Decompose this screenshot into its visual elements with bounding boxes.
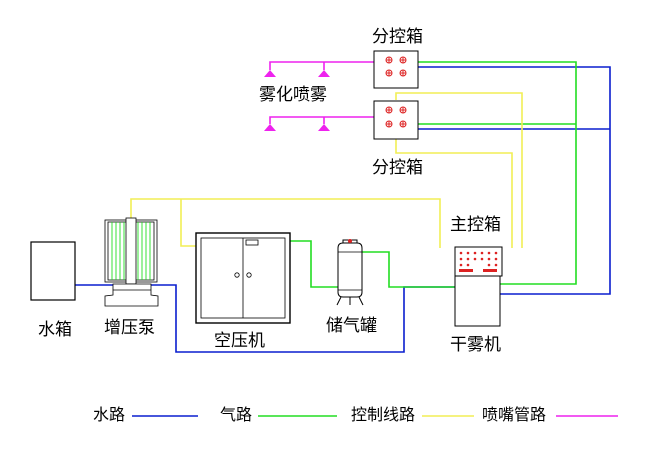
nozzle-icon [264, 70, 276, 77]
air-line-tank-to-dryfog [362, 251, 455, 288]
air-storage-tank [336, 239, 364, 306]
legend-control-label: 控制线路 [351, 405, 415, 424]
nozzle-icon [318, 70, 330, 77]
control-line-main-to-bottom-box [395, 139, 513, 248]
air-compressor-label: 空压机 [214, 331, 265, 351]
water-lines [75, 66, 611, 353]
main-control-box-label: 主控箱 [450, 215, 501, 235]
sub-control-box-bottom [373, 100, 419, 140]
nozzle-line-bottom [269, 116, 374, 124]
nozzle-icon [264, 124, 276, 131]
control-line-main-to-top-box [395, 92, 523, 248]
air-lines [290, 61, 577, 288]
water-tank-box [30, 241, 76, 301]
air-line-compressor-to-tank [290, 240, 338, 288]
air-tank-label: 储气罐 [326, 316, 377, 336]
atomizing-spray-label: 雾化喷雾 [259, 85, 327, 105]
dry-fog-machine-label: 干雾机 [450, 335, 501, 355]
sub-control-box-bottom-label: 分控箱 [372, 158, 423, 178]
water-line-dryfog-to-top-box [418, 66, 611, 295]
nozzle-icon [318, 124, 330, 131]
nozzle-lines [269, 61, 374, 124]
sub-control-box-top [373, 50, 419, 89]
control-line-compressor [180, 199, 196, 247]
booster-pump [104, 217, 159, 307]
control-line-pump-compressor [130, 198, 441, 248]
air-compressor [195, 232, 291, 324]
legend: 水路 气路 控制线路 喷嘴管路 [93, 405, 618, 424]
control-lines [130, 92, 523, 248]
legend-nozzle-label: 喷嘴管路 [482, 405, 546, 424]
booster-pump-label: 增压泵 [104, 318, 155, 338]
main-control-indicators [459, 251, 498, 272]
sub-control-box-top-label: 分控箱 [372, 27, 423, 47]
water-tank-label: 水箱 [38, 320, 72, 340]
legend-air-label: 气路 [220, 405, 252, 424]
nozzles [264, 70, 330, 131]
air-line-dryfog-to-top-box [418, 61, 577, 285]
nozzle-line-top [269, 61, 374, 70]
legend-water-label: 水路 [93, 405, 125, 424]
dry-fog-machine [454, 275, 501, 327]
